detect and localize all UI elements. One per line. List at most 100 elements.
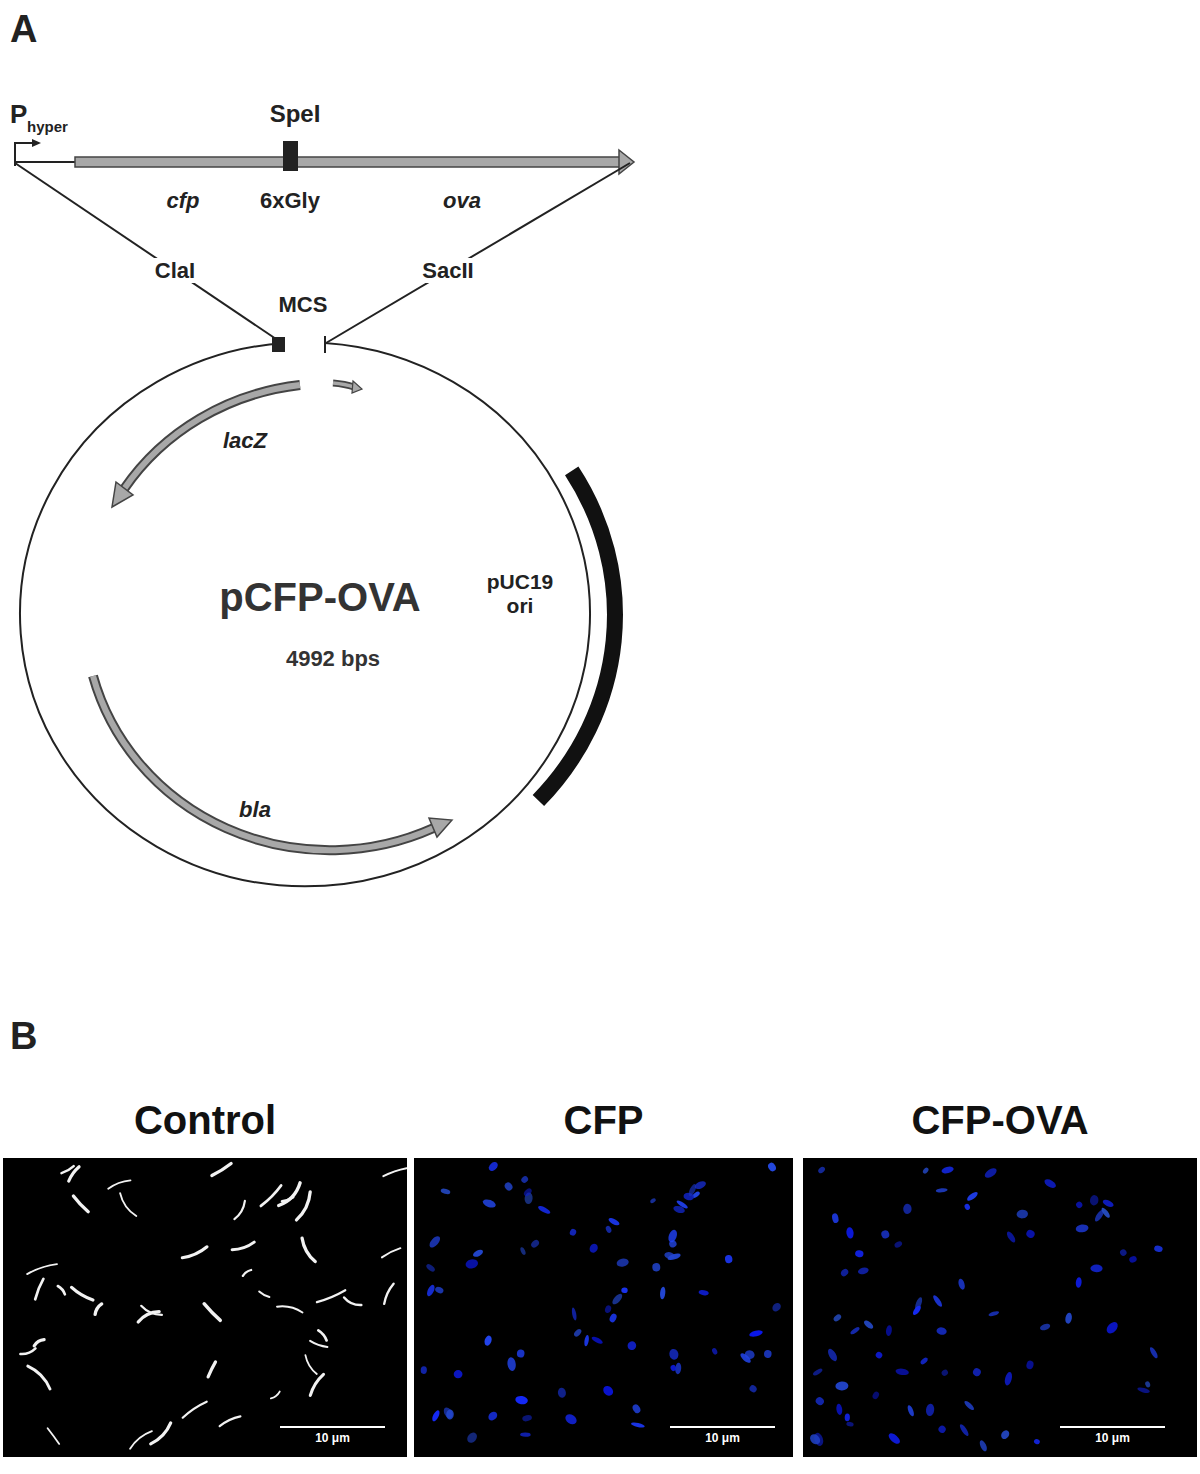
fluorescent-cell	[836, 1403, 843, 1415]
fluorescent-cell	[601, 1384, 615, 1398]
fluorescent-cell	[831, 1213, 839, 1224]
fluorescent-cell	[1005, 1230, 1017, 1243]
micrograph-panel: CFP-OVA10 μm	[803, 1098, 1197, 1457]
fluorescent-cell	[687, 1183, 697, 1197]
bacterium-streak	[182, 1247, 207, 1258]
fluorescent-cell	[664, 1251, 676, 1260]
fluorescent-cell	[1039, 1322, 1051, 1331]
fluorescent-cell	[454, 1370, 463, 1379]
fluorescent-cell	[584, 1335, 590, 1347]
scale-bar	[670, 1426, 775, 1428]
fluorescent-cell	[673, 1205, 686, 1215]
fluorescent-cell	[911, 1304, 922, 1316]
bacterium-streak	[382, 1248, 401, 1257]
fluorescent-cell	[1075, 1224, 1089, 1234]
fluorescent-cell	[616, 1258, 630, 1268]
micrograph-cells	[3, 1158, 407, 1457]
fluorescent-cell	[425, 1284, 436, 1298]
fluorescent-cell	[652, 1263, 661, 1272]
promoter-arrowhead	[32, 139, 41, 147]
mcs-mark	[272, 337, 285, 352]
fluorescent-cell	[808, 1432, 822, 1446]
fluorescent-cell	[631, 1403, 642, 1414]
panel-heading: CFP-OVA	[911, 1098, 1088, 1143]
fluorescent-cell	[698, 1289, 709, 1296]
panel-letter: B	[10, 1015, 37, 1059]
fluorescent-cell	[519, 1247, 526, 1256]
fluorescent-cell	[520, 1432, 531, 1436]
bacterium-streak	[259, 1292, 269, 1298]
bacterium-streak	[35, 1279, 43, 1300]
bacterium-streak	[130, 1431, 152, 1449]
fluorescent-cell	[515, 1395, 529, 1405]
fluorescent-cell	[1119, 1248, 1128, 1257]
fluorescent-cell	[972, 1367, 983, 1378]
bacterium-streak	[277, 1306, 303, 1312]
linker-block	[283, 141, 298, 171]
bacterium-streak	[310, 1374, 323, 1395]
micrograph-image: 10 μm	[3, 1158, 407, 1457]
mcs-mark	[324, 336, 326, 353]
fluorescent-cell	[523, 1187, 534, 1198]
fluorescent-cell	[880, 1229, 890, 1239]
promoter-name: P	[10, 100, 27, 130]
fluorescent-cell	[428, 1234, 442, 1249]
fluorescent-cell	[588, 1242, 599, 1254]
bacterium-streak	[72, 1287, 93, 1300]
fluorescent-cell	[608, 1313, 618, 1324]
bacterium-streak	[383, 1168, 406, 1176]
fluorescent-cell	[983, 1166, 998, 1180]
fluorescent-cell	[520, 1175, 529, 1184]
fluorescent-cell	[465, 1431, 479, 1445]
fluorescent-cell	[626, 1340, 637, 1351]
fluorescent-cell	[764, 1350, 772, 1359]
site-name: SpeI	[270, 100, 321, 128]
fluorescent-cell	[1033, 1438, 1040, 1445]
fluorescent-cell	[906, 1404, 915, 1417]
fluorescent-cell	[611, 1292, 624, 1306]
fluorescent-cell	[812, 1367, 823, 1376]
bacterium-streak	[271, 1392, 280, 1399]
bacterium-streak	[305, 1355, 316, 1374]
fluorescent-cell	[670, 1364, 677, 1372]
fluorescent-cell	[903, 1204, 912, 1214]
fluorescent-cell	[1144, 1381, 1151, 1388]
fluorescent-cell	[563, 1412, 578, 1426]
insert-line	[15, 161, 76, 163]
fluorescent-cell	[894, 1240, 904, 1249]
fluorescent-cell	[885, 1325, 892, 1337]
fluorescent-cell	[937, 1424, 947, 1434]
bacterium-streak	[208, 1362, 215, 1377]
fluorescent-cell	[1025, 1229, 1036, 1240]
bacterium-streak	[28, 1366, 50, 1389]
bacterium-streak	[58, 1286, 65, 1294]
fluorescent-cell	[1137, 1386, 1151, 1394]
fluorescent-cell	[1064, 1312, 1072, 1324]
bacterium-streak	[108, 1180, 130, 1189]
bacterium-streak	[318, 1330, 326, 1340]
fluorescent-cell	[472, 1248, 484, 1258]
bla-arrowhead	[429, 818, 452, 837]
fluorescent-cell	[1043, 1178, 1057, 1190]
micrograph-cells	[414, 1158, 793, 1457]
bacterium-streak	[34, 1340, 44, 1346]
fluorescent-cell	[631, 1421, 646, 1428]
fluorescent-cell	[421, 1366, 427, 1374]
plasmid-backbone	[20, 343, 590, 886]
fluorescent-cell	[958, 1423, 970, 1437]
fluorescent-cell	[569, 1228, 578, 1237]
panel-letter: A	[10, 8, 37, 52]
fluorescent-cell	[711, 1347, 718, 1355]
fluorescent-cell	[1016, 1209, 1028, 1219]
bacterium-streak	[317, 1290, 345, 1302]
fluorescent-cell	[1004, 1371, 1014, 1386]
fluorescent-cell	[895, 1368, 909, 1376]
origin-name: pUC19 ori	[480, 570, 560, 618]
fluorescent-cell	[621, 1287, 628, 1293]
fluorescent-cell	[832, 1313, 842, 1323]
fluorescent-cell	[1128, 1255, 1137, 1263]
small-arrowhead	[352, 381, 362, 393]
bla-arrow	[93, 676, 434, 850]
micrograph-panel: CFP10 μm	[414, 1098, 793, 1457]
ori-segment	[538, 471, 615, 801]
